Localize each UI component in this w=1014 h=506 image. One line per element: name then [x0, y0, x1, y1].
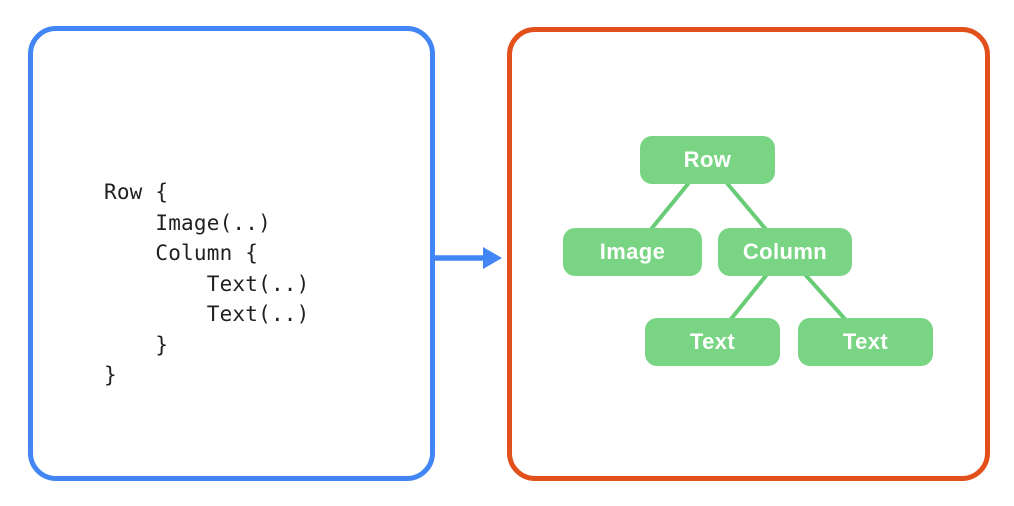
tree-panel — [507, 27, 990, 481]
code-panel — [28, 26, 435, 481]
arrow-right-icon — [435, 247, 502, 269]
code-snippet: Row { Image(..) Column { Text(..) Text(.… — [104, 180, 310, 387]
